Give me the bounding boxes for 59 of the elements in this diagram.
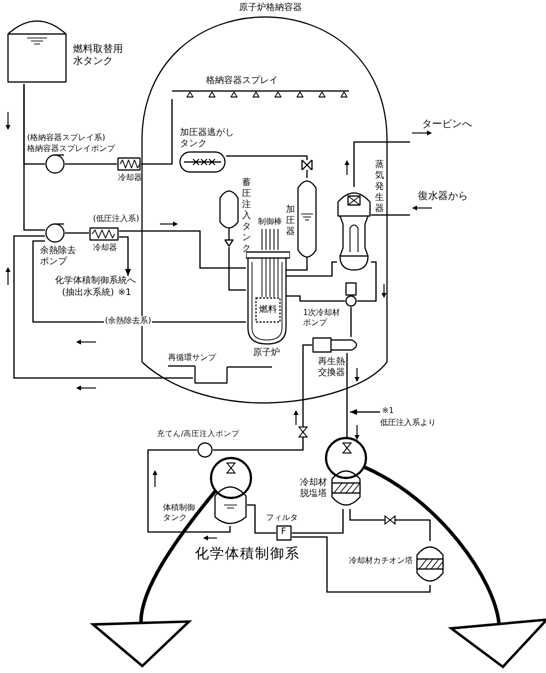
component-label: 再循環サンプ [168,353,216,363]
component-label: 冷却材脱塩塔 [300,478,328,500]
component-label: 燃料取替用水タンク [73,44,124,68]
pipe-line [226,155,308,160]
component-label: 1次冷却材ポンプ [303,308,342,328]
arrow [92,490,217,668]
arrow [119,236,131,276]
edge-label: (低圧注入系) [92,214,140,224]
component-label: 制御棒 [258,217,282,227]
pipe-line [65,232,89,234]
containment-title: 原子炉格納容器 [239,3,302,14]
component-label: 蓄圧注入タンク [242,178,252,255]
component-label: 加圧器逃がしタンク [180,128,235,150]
component-label: フィルタ [266,513,298,523]
pipe-line [349,509,431,541]
flow-label: ※1 [382,406,394,416]
component-label: 格納容器スプレイポンプ [27,144,115,154]
flow-label: 低圧注入系より [380,418,436,428]
section-title: 化学体積制御系 [195,546,300,562]
component-label: 体積制御タンク [163,503,196,523]
pipe-line [141,99,173,165]
component-label: 加圧器 [286,205,296,238]
component-label: 格納容器スプレイ [206,76,278,87]
pipe-line [353,141,410,187]
component-label: 再生熱交換器 [318,357,346,379]
component-label: (格納容器スプレイ系) [27,133,106,143]
flow-label: 復水器から [418,191,468,203]
pipe-line [13,235,193,379]
note-mark: ※1 [118,288,132,299]
pipe-line [147,449,231,533]
arrow [363,465,546,668]
pipe-line [247,504,276,534]
component-label: 余熱除去ポンプ [40,246,77,268]
component-label: 冷却器 [93,243,117,253]
edge-label: (余熱除去系) [104,316,152,326]
pipe-line [290,266,308,271]
filter-letter: F [281,527,286,538]
flow-label: 化学体積制御系統へ [55,276,136,287]
pipe-line [371,214,410,216]
pipe-line [23,84,45,231]
flow-label: (抽出水系統) [62,288,114,299]
pipe-line [119,230,246,269]
pipe-line [292,536,431,593]
pipe-line [290,261,337,277]
pipe-line [292,509,344,534]
pipe-line [346,353,348,438]
component-label: 冷却器 [118,173,142,183]
pipe-line [65,163,117,165]
pipe-line [357,261,377,302]
component-label: 原子炉 [253,348,280,359]
pipe-line [350,307,352,337]
pipe-line [228,247,246,291]
pipe-line [213,344,312,451]
component-label: 蒸気発生器 [375,160,385,215]
arrow [350,409,380,415]
component-label: 燃料 [259,305,277,316]
pipe-line [290,295,345,302]
flow-label: タービンへ [422,119,472,131]
component-label: 冷却材カチオン塔 [349,556,413,566]
